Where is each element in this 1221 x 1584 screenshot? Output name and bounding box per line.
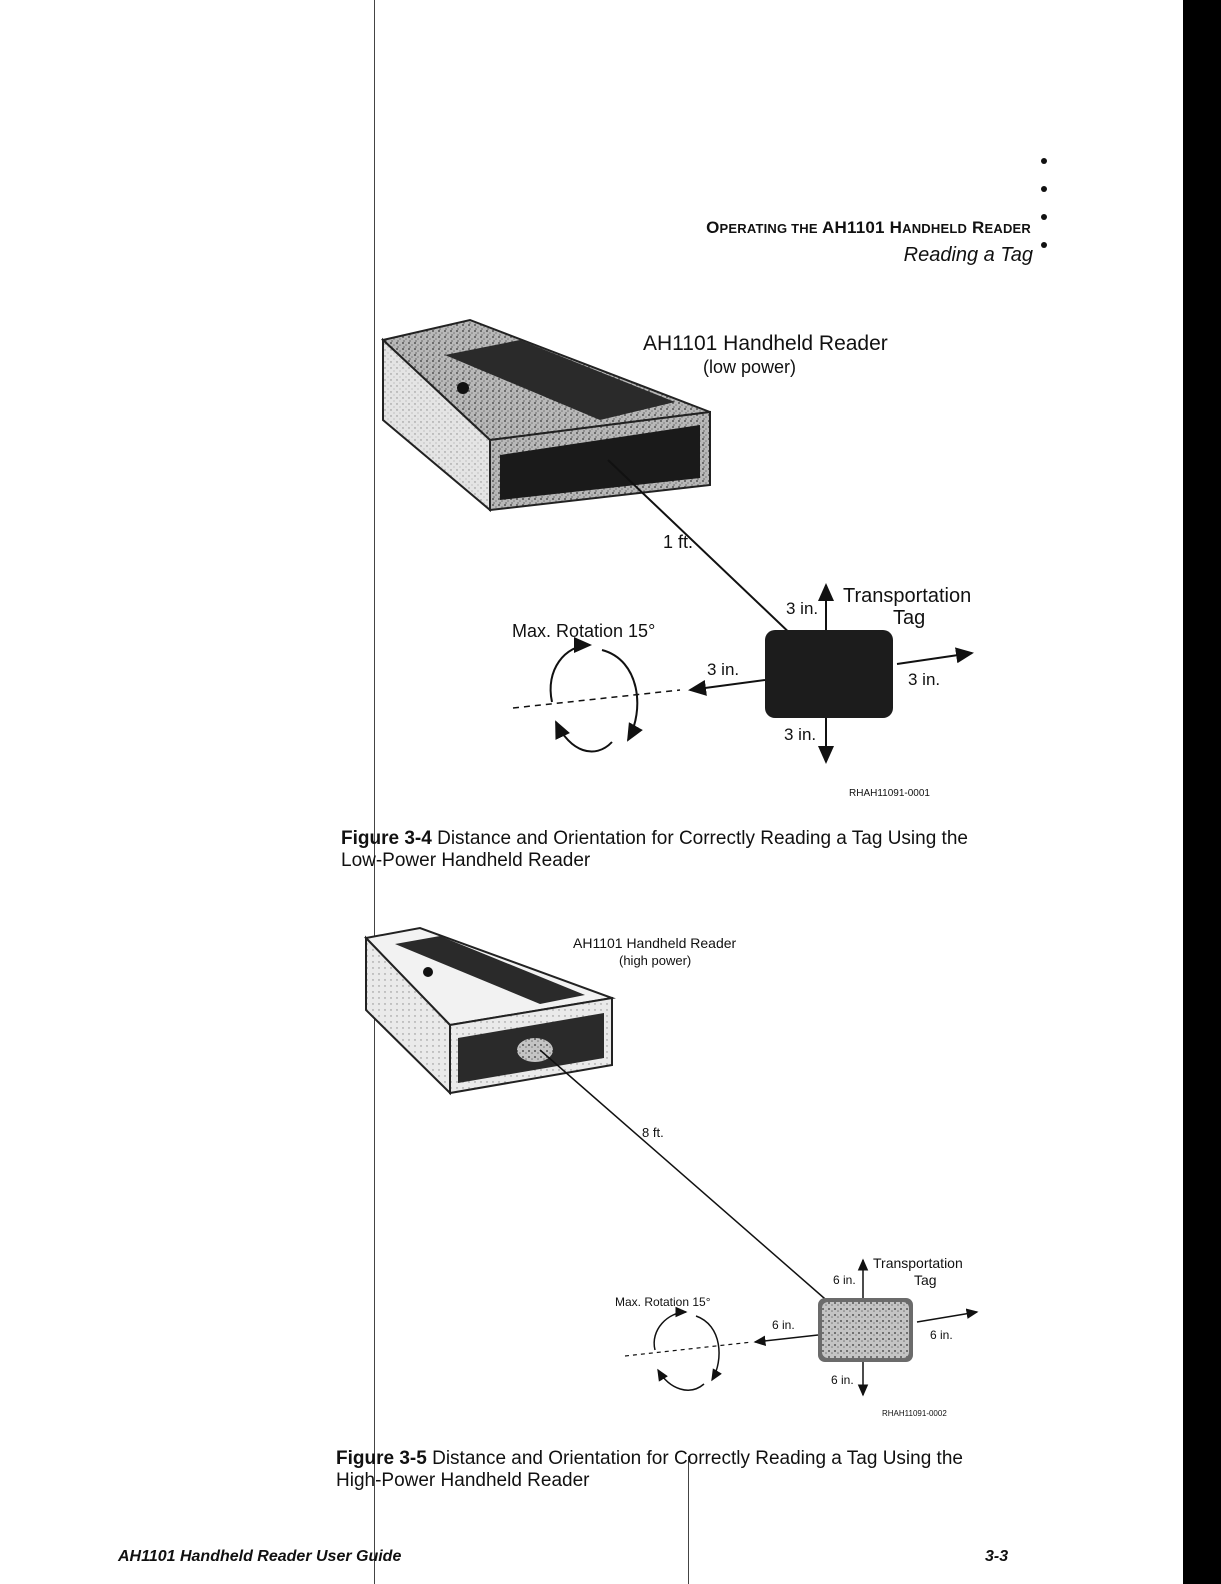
tag-label-2: Tag: [914, 1272, 937, 1288]
up-offset-label: 6 in.: [833, 1273, 856, 1287]
tag-label: Transportation: [843, 585, 971, 607]
tag-label-2: Tag: [893, 607, 925, 629]
left-offset-label: 6 in.: [772, 1318, 795, 1332]
scan-line-left: [374, 0, 375, 1584]
reader-label: AH1101 Handheld Reader: [643, 332, 888, 355]
footer-page-number: 3-3: [985, 1548, 1009, 1565]
margin-bullet: [1041, 186, 1047, 192]
left-offset-label: 3 in.: [707, 660, 739, 679]
distance-label: 8 ft.: [642, 1125, 664, 1140]
down-offset-label: 3 in.: [784, 725, 816, 744]
right-offset-label: 3 in.: [908, 670, 940, 689]
running-header-title: OPERATING THE AH1101 HANDHELD READER: [706, 218, 1031, 237]
transportation-tag: [765, 630, 893, 718]
reader-device-low-power: [380, 318, 711, 513]
margin-bullet: [1041, 158, 1047, 164]
right-offset-label: 6 in.: [930, 1328, 953, 1342]
figure-3-5-caption: Figure 3-5 Distance and Orientation for …: [336, 1448, 963, 1491]
rotation-label: Max. Rotation 15°: [615, 1295, 711, 1309]
reader-power-label: (high power): [619, 953, 691, 968]
rotation-label: Max. Rotation 15°: [512, 621, 655, 641]
footer-document-title: AH1101 Handheld Reader User Guide: [118, 1548, 402, 1565]
margin-bullet: [1041, 242, 1047, 248]
figure-code: RHAH11091-0002: [882, 1409, 947, 1418]
reader-power-label: (low power): [703, 357, 796, 377]
distance-label: 1 ft.: [663, 532, 693, 552]
margin-bullet: [1041, 214, 1047, 220]
scan-line-middle: [688, 1456, 689, 1584]
up-offset-label: 3 in.: [786, 599, 818, 618]
figure-3-4-illustration: 1 ft. AH1101 Handheld Reader (low power)…: [380, 318, 974, 799]
figure-3-5-illustration: 8 ft. AH1101 Handheld Reader (high power…: [363, 926, 979, 1418]
figure-code: RHAH11091-0001: [849, 788, 930, 799]
reader-device-high-power: [363, 926, 616, 1096]
figure-3-4-caption: Figure 3-4 Distance and Orientation for …: [341, 828, 968, 871]
down-offset-label: 6 in.: [831, 1373, 854, 1387]
tag-label: Transportation: [873, 1255, 963, 1271]
running-header-subtitle: Reading a Tag: [903, 244, 1033, 266]
reader-label: AH1101 Handheld Reader: [573, 935, 737, 951]
transportation-tag: [818, 1298, 913, 1362]
page-edge-shadow: [1183, 0, 1221, 1584]
